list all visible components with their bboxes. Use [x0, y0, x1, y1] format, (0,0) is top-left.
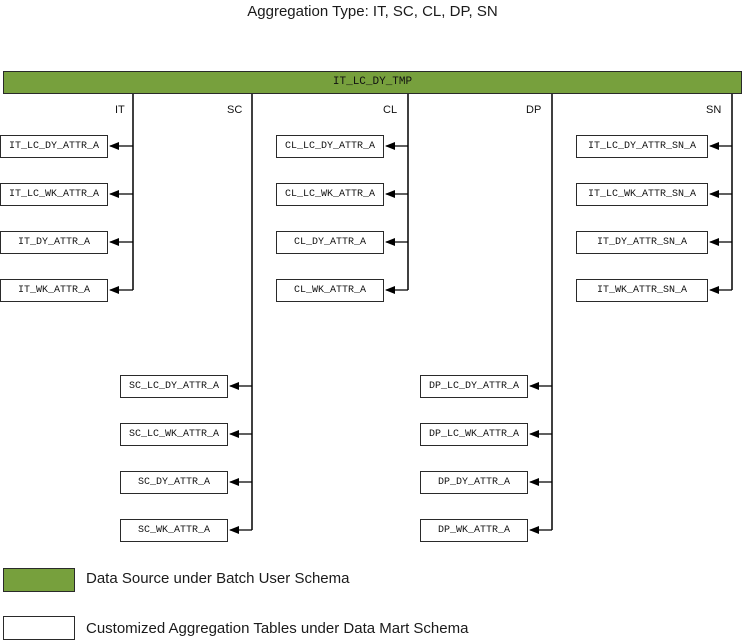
table-box: SC_LC_DY_ATTR_A — [120, 375, 228, 398]
table-box: DP_WK_ATTR_A — [420, 519, 528, 542]
table-box: SC_LC_WK_ATTR_A — [120, 423, 228, 446]
table-box: IT_LC_WK_ATTR_A — [0, 183, 108, 206]
diagram-title: Aggregation Type: IT, SC, CL, DP, SN — [247, 3, 498, 20]
table-box: IT_LC_DY_ATTR_A — [0, 135, 108, 158]
table-box: IT_LC_WK_ATTR_SN_A — [576, 183, 708, 206]
table-box: DP_LC_WK_ATTR_A — [420, 423, 528, 446]
table-box: SC_WK_ATTR_A — [120, 519, 228, 542]
table-box: IT_DY_ATTR_SN_A — [576, 231, 708, 254]
branch-label-cl: CL — [383, 104, 398, 116]
table-box: CL_LC_WK_ATTR_A — [276, 183, 384, 206]
table-box: IT_DY_ATTR_A — [0, 231, 108, 254]
table-box: DP_LC_DY_ATTR_A — [420, 375, 528, 398]
data-source-box: IT_LC_DY_TMP — [3, 71, 742, 94]
branch-label-it: IT — [115, 104, 125, 116]
table-box: SC_DY_ATTR_A — [120, 471, 228, 494]
table-box: IT_LC_DY_ATTR_SN_A — [576, 135, 708, 158]
table-box: IT_WK_ATTR_A — [0, 279, 108, 302]
legend-swatch-source — [3, 568, 75, 592]
legend-swatch-aggregation — [3, 616, 75, 640]
branch-label-dp: DP — [526, 104, 542, 116]
legend-label-source: Data Source under Batch User Schema — [86, 570, 350, 587]
table-box: CL_WK_ATTR_A — [276, 279, 384, 302]
table-box: DP_DY_ATTR_A — [420, 471, 528, 494]
table-box: CL_LC_DY_ATTR_A — [276, 135, 384, 158]
legend-label-aggregation: Customized Aggregation Tables under Data… — [86, 620, 469, 637]
table-box: IT_WK_ATTR_SN_A — [576, 279, 708, 302]
branch-label-sn: SN — [706, 104, 722, 116]
branch-label-sc: SC — [227, 104, 243, 116]
table-box: CL_DY_ATTR_A — [276, 231, 384, 254]
